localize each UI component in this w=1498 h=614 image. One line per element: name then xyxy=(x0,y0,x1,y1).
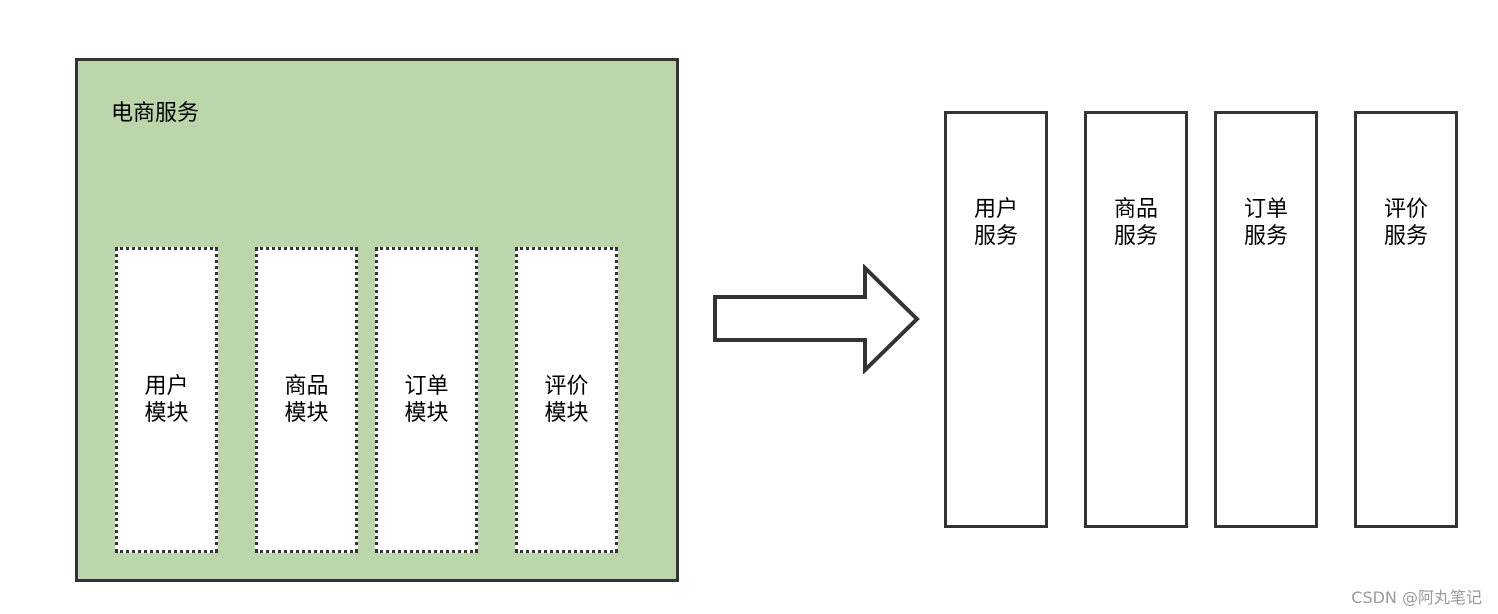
module-user: 用户 模块 xyxy=(115,247,218,553)
module-label: 用户 模块 xyxy=(144,374,189,426)
service-label: 评价 服务 xyxy=(1383,196,1428,249)
service-user: 用户 服务 xyxy=(944,111,1048,528)
service-product: 商品 服务 xyxy=(1084,111,1188,528)
arrow-shape xyxy=(713,264,920,374)
right-arrow-icon xyxy=(713,264,920,374)
module-label: 评价 模块 xyxy=(544,374,589,426)
service-order: 订单 服务 xyxy=(1214,111,1318,528)
service-review: 评价 服务 xyxy=(1354,111,1458,528)
module-label: 商品 模块 xyxy=(284,374,329,426)
service-label: 用户 服务 xyxy=(973,196,1018,249)
service-label: 订单 服务 xyxy=(1243,196,1288,249)
watermark: CSDN @阿丸笔记 xyxy=(1351,588,1482,607)
monolith-container: 电商服务 用户 模块 商品 模块 订单 模块 评价 模块 xyxy=(75,58,679,582)
module-product: 商品 模块 xyxy=(255,247,358,553)
monolith-title: 电商服务 xyxy=(111,101,200,126)
service-label: 商品 服务 xyxy=(1113,196,1158,249)
module-label: 订单 模块 xyxy=(404,374,449,426)
module-review: 评价 模块 xyxy=(515,247,618,553)
module-order: 订单 模块 xyxy=(375,247,478,553)
